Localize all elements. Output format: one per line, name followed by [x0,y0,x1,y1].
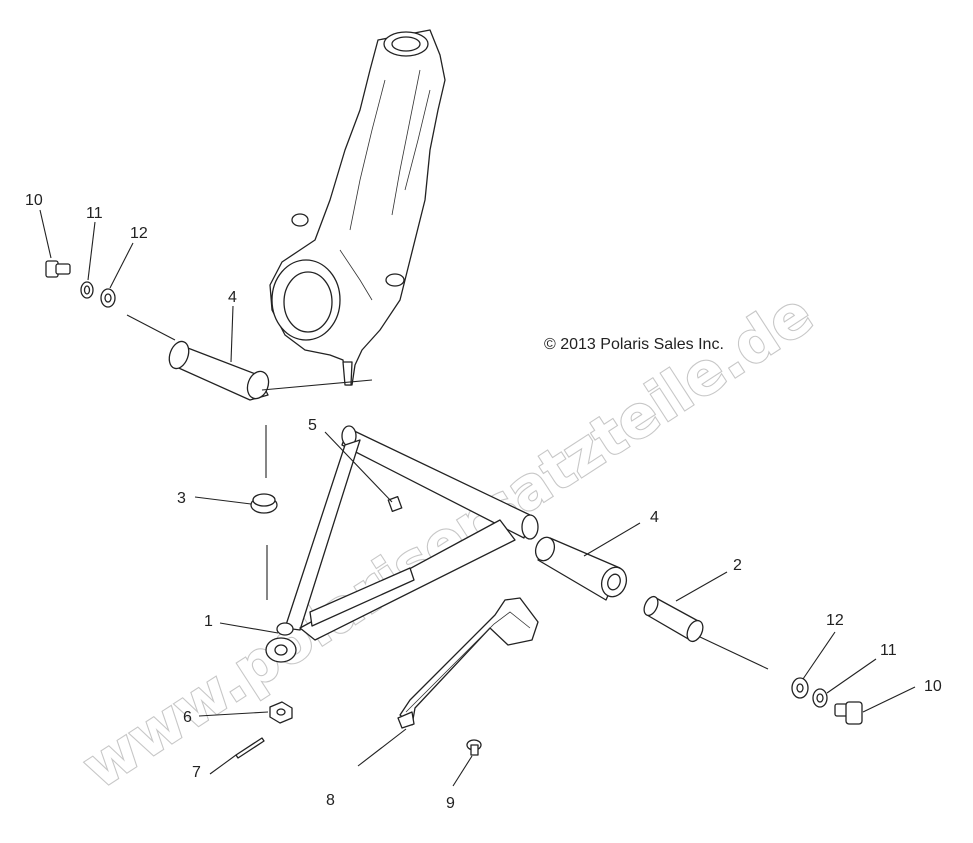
lock-washer-part-11-upper [80,281,94,299]
callout-part-12-lower: 12 [826,612,844,629]
bushing-part-4-lower [534,536,628,601]
callout-part-12-upper: 12 [130,225,148,242]
steering-knuckle [269,29,446,386]
screw-part-9 [466,739,482,756]
callout-part-5: 5 [308,417,317,434]
callout-part-4-lower: 4 [650,509,659,526]
callout-part-2: 2 [733,557,742,574]
leader-lines [39,209,916,787]
callout-part-11-lower: 11 [880,642,897,659]
callout-part-7: 7 [192,764,201,781]
callout-part-6: 6 [183,709,192,726]
callout-part-1: 1 [204,613,213,630]
washer-part-12-lower [791,677,809,699]
callout-part-8: 8 [326,792,335,809]
lock-washer-part-11-lower [812,688,828,708]
callout-part-9: 9 [446,795,455,812]
cotter-pin-part-7 [235,737,265,759]
washer-part-12-upper [100,288,116,308]
callout-part-10-lower: 10 [924,678,942,695]
callout-part-4-upper: 4 [228,289,237,306]
callout-numbers: 10 11 12 4 5 3 4 2 1 12 11 10 6 7 8 9 [25,192,942,812]
callout-part-11-upper: 11 [86,205,103,222]
nut-part-6 [269,701,293,724]
lower-a-arm [265,425,539,663]
callout-part-3: 3 [177,490,186,507]
bushing-part-4-upper [168,340,270,401]
sleeve-part-2 [643,595,704,643]
ball-joint-boot-part-3 [250,493,278,514]
copyright-notice: © 2013 Polaris Sales Inc. [544,336,724,353]
callout-part-10-upper: 10 [25,192,43,209]
bolt-part-10-upper [45,260,71,278]
bolt-part-10-lower [834,701,863,725]
a-arm-guard-part-8 [397,597,539,729]
